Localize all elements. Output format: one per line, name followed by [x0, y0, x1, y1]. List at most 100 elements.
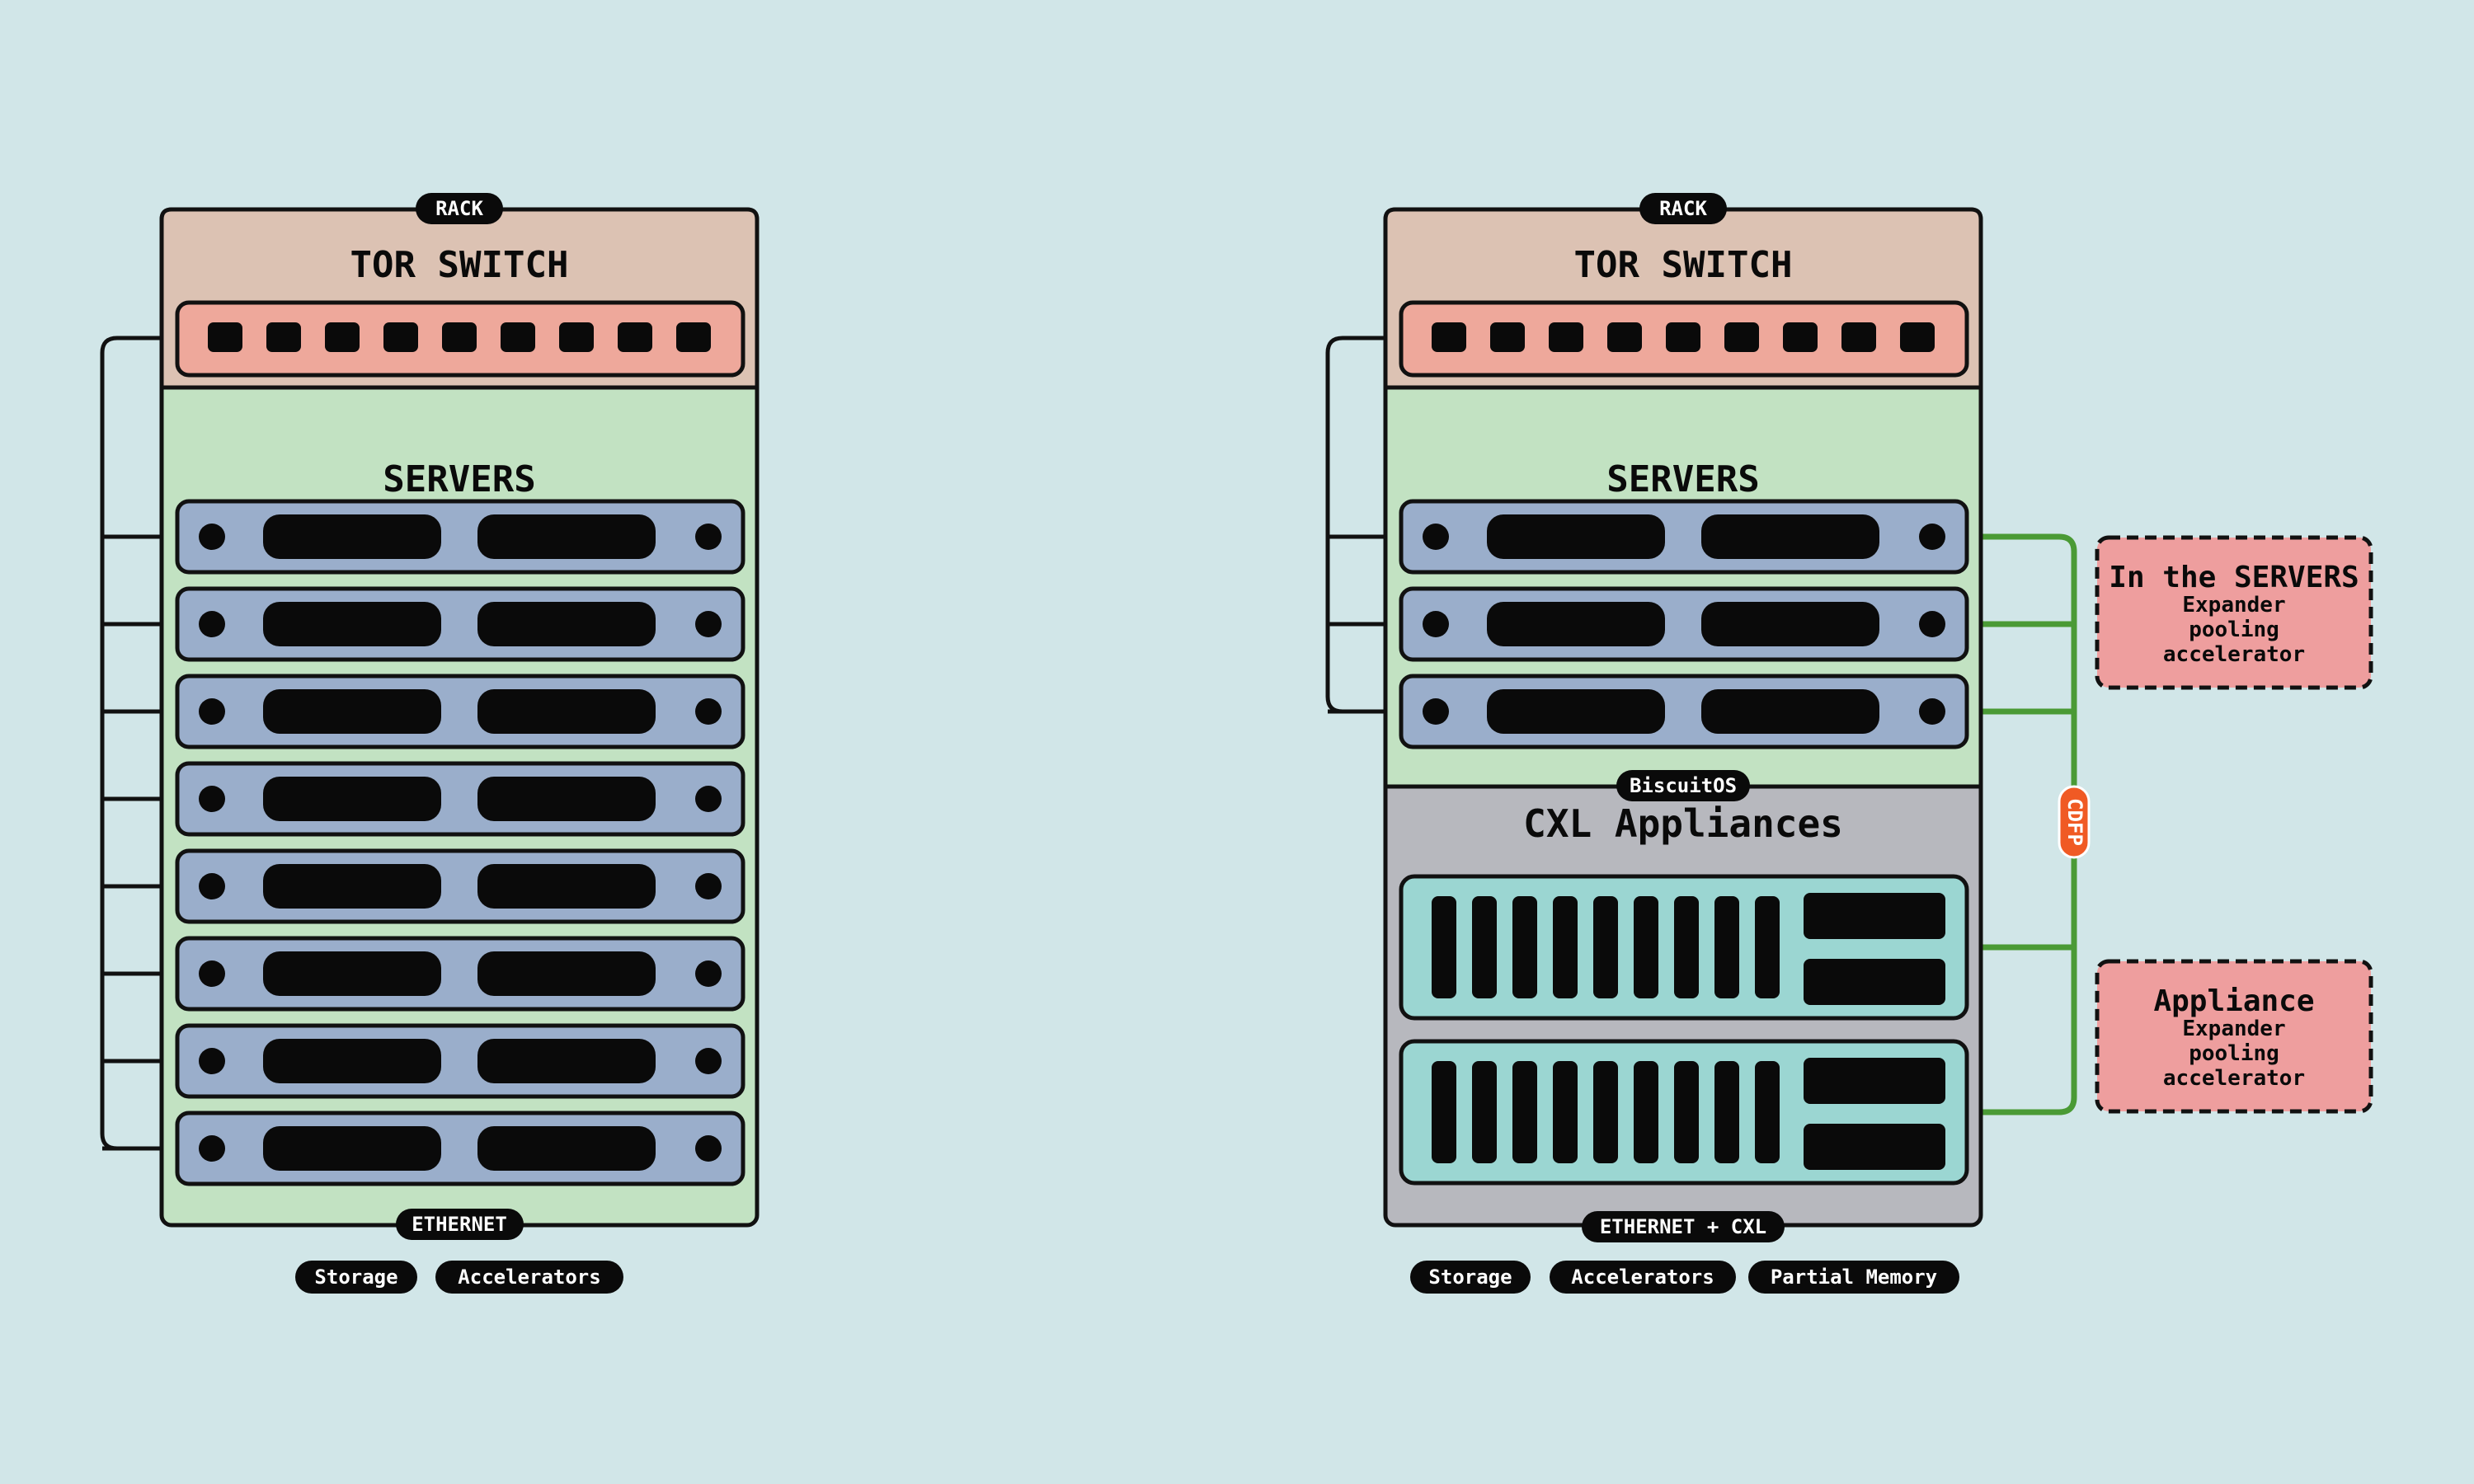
server-drive-bay [477, 1126, 656, 1171]
switch-port [1666, 322, 1700, 352]
server-led [199, 698, 225, 725]
right-rack-label-pill [1639, 193, 1727, 224]
server-unit [175, 761, 745, 837]
server-led [695, 873, 722, 899]
cxl-memory-slot [1472, 1061, 1497, 1163]
server-drive-bay [263, 951, 441, 996]
server-unit [175, 1111, 745, 1186]
server-led [1919, 524, 1945, 550]
server-drive-bay [1701, 689, 1879, 734]
server-led [199, 611, 225, 637]
cxl-memory-slot [1553, 896, 1578, 998]
server-unit [1399, 586, 1969, 662]
server-led [199, 786, 225, 812]
server-led [695, 1135, 722, 1162]
server-drive-bay [263, 689, 441, 734]
cxl-memory-slot [1755, 1061, 1780, 1163]
cxl-memory-slot [1674, 896, 1699, 998]
switch-port [266, 322, 301, 352]
callout-in-servers: In the SERVERS Expander pooling accelera… [2095, 535, 2373, 690]
callout-line: accelerator [2163, 1066, 2305, 1091]
callout-title: Appliance [2153, 984, 2314, 1018]
server-led [1919, 698, 1945, 725]
callout-line: accelerator [2163, 642, 2305, 667]
left-tag-pill [295, 1261, 417, 1294]
cxl-memory-slot [1512, 1061, 1537, 1163]
left-rack-label-pill [416, 193, 503, 224]
right-tag-partial-memory: Partial Memory [1771, 1266, 1937, 1289]
callout-line: Expander [2182, 593, 2285, 618]
server-led [1423, 611, 1449, 637]
server-drive-bay [1701, 514, 1879, 559]
server-led [199, 1048, 225, 1074]
server-led [695, 524, 722, 550]
switch-port [1432, 322, 1466, 352]
server-drive-bay [477, 689, 656, 734]
cxl-memory-slot [1432, 1061, 1456, 1163]
cxl-memory-slot [1593, 1061, 1618, 1163]
switch-port [559, 322, 594, 352]
cxl-memory-slot [1634, 896, 1658, 998]
callout-box [2095, 959, 2373, 1114]
right-servers-title: SERVERS [1606, 458, 1759, 500]
switch-port [1490, 322, 1525, 352]
server-drive-bay [477, 1039, 656, 1083]
server-drive-bay [1487, 602, 1665, 646]
cxl-module [1804, 959, 1945, 1005]
cxl-appliances-title: CXL Appliances [1523, 801, 1843, 846]
switch-port [501, 322, 535, 352]
cxl-memory-slot [1634, 1061, 1658, 1163]
cxl-module [1804, 1058, 1945, 1104]
switch-port [208, 322, 242, 352]
switch-port [1841, 322, 1876, 352]
switch-port [383, 322, 418, 352]
cxl-memory-slot [1512, 896, 1537, 998]
server-led [199, 1135, 225, 1162]
server-led [695, 960, 722, 987]
server-drive-bay [477, 514, 656, 559]
cxl-memory-slot [1593, 896, 1618, 998]
right-tag-pill [1550, 1261, 1736, 1294]
switch-port [442, 322, 477, 352]
callout-box [2095, 535, 2373, 690]
server-drive-bay [263, 514, 441, 559]
server-led [1919, 611, 1945, 637]
server-drive-bay [263, 777, 441, 821]
left-bottom-label: ETHERNET [412, 1213, 507, 1236]
callout-line: pooling [2189, 618, 2279, 642]
right-bottom-label: ETHERNET + CXL [1600, 1215, 1766, 1238]
right-switch-ports [1432, 322, 1935, 352]
server-led [1423, 698, 1449, 725]
server-drive-bay [477, 602, 656, 646]
right-rack-label: RACK [1659, 197, 1707, 220]
switch-port [325, 322, 360, 352]
server-unit [175, 674, 745, 749]
left-ethernet-cables [100, 336, 177, 1151]
switch-port [618, 322, 652, 352]
left-rack-label: RACK [435, 197, 483, 220]
server-led [1423, 524, 1449, 550]
cxl-memory-slot [1755, 896, 1780, 998]
server-drive-bay [263, 1126, 441, 1171]
server-led [695, 698, 722, 725]
cxl-memory-slot [1674, 1061, 1699, 1163]
left-tag-accelerators: Accelerators [458, 1266, 600, 1289]
switch-port [676, 322, 711, 352]
callout-line: Expander [2182, 1017, 2285, 1041]
biscuitos-badge-pill [1616, 770, 1750, 801]
cxl-module [1804, 893, 1945, 939]
server-drive-bay [263, 602, 441, 646]
callout-line: pooling [2189, 1041, 2279, 1066]
switch-port [1724, 322, 1759, 352]
switch-port [1607, 322, 1642, 352]
left-tor-title: TOR SWITCH [350, 244, 569, 286]
cxl-memory-slot [1714, 896, 1739, 998]
left-tag-storage: Storage [314, 1266, 397, 1289]
server-drive-bay [263, 864, 441, 909]
left-rack: RACK TOR SWITCH SERVERS ETHERNET Storage… [100, 193, 760, 1294]
right-tag-pill [1410, 1261, 1531, 1294]
callout-appliance: Appliance Expander pooling accelerator [2095, 959, 2373, 1114]
callout-title: In the SERVERS [2109, 561, 2359, 594]
right-tag-accelerators: Accelerators [1571, 1266, 1714, 1289]
